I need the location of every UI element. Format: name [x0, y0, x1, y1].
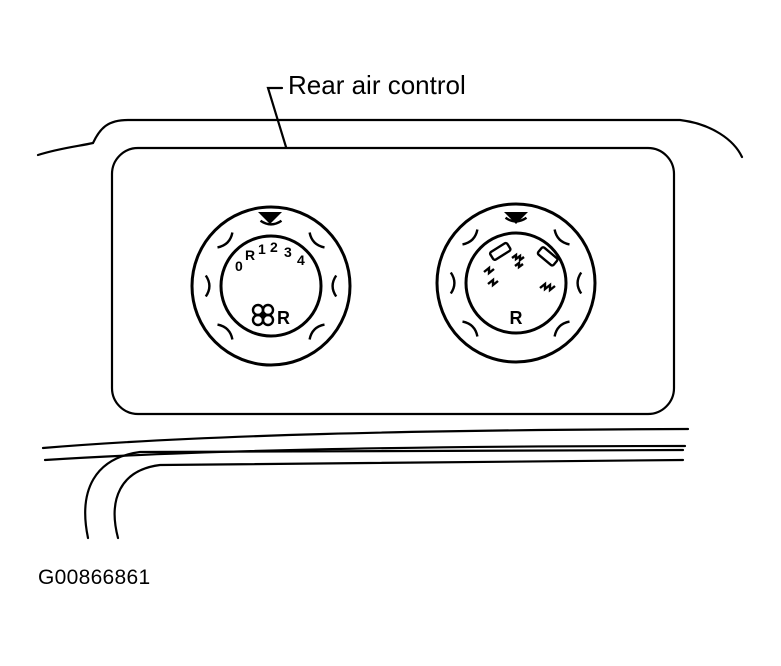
figure-id: G00866861	[38, 566, 151, 589]
grip-notch	[576, 271, 583, 295]
callout-label: Rear air control	[288, 70, 466, 100]
grip-notch	[217, 232, 234, 249]
mode-letter: R	[510, 308, 523, 328]
dashboard-outline	[36, 118, 744, 159]
bi-level-icon	[511, 252, 525, 270]
fan-icon	[251, 303, 275, 327]
console-trim-line-3	[84, 448, 685, 540]
callout-leader	[266, 86, 288, 149]
speed-label-2: 2	[270, 239, 278, 255]
grip-notch	[217, 323, 234, 340]
vent-icon	[483, 241, 512, 288]
floor-icon	[536, 246, 559, 293]
speed-label-r: R	[245, 247, 255, 263]
grip-notch	[204, 274, 211, 298]
speed-label-3: 3	[284, 244, 292, 260]
speed-label-0: 0	[235, 258, 243, 274]
grip-notch	[462, 229, 479, 246]
grip-notch	[259, 219, 283, 226]
grip-notch	[553, 320, 570, 337]
control-panel	[110, 146, 676, 416]
grip-notch	[308, 232, 325, 249]
grip-notch	[462, 320, 479, 337]
console-trim-line-1	[41, 427, 690, 450]
speed-label-4: 4	[297, 252, 305, 268]
grip-notch	[308, 323, 325, 340]
blower-speed-knob[interactable]: 0 R 1 2 3 4 R	[190, 205, 352, 367]
console-trim-line-2	[43, 444, 687, 462]
console-trim-line-4	[113, 458, 685, 540]
speed-label-1: 1	[258, 241, 266, 257]
pointer-icon	[504, 212, 528, 224]
blower-mode-letter: R	[277, 308, 290, 328]
grip-notch	[331, 274, 338, 298]
grip-notch	[449, 271, 456, 295]
airflow-mode-knob[interactable]: R	[435, 202, 597, 364]
grip-notch	[553, 229, 570, 246]
pointer-icon	[258, 212, 282, 224]
